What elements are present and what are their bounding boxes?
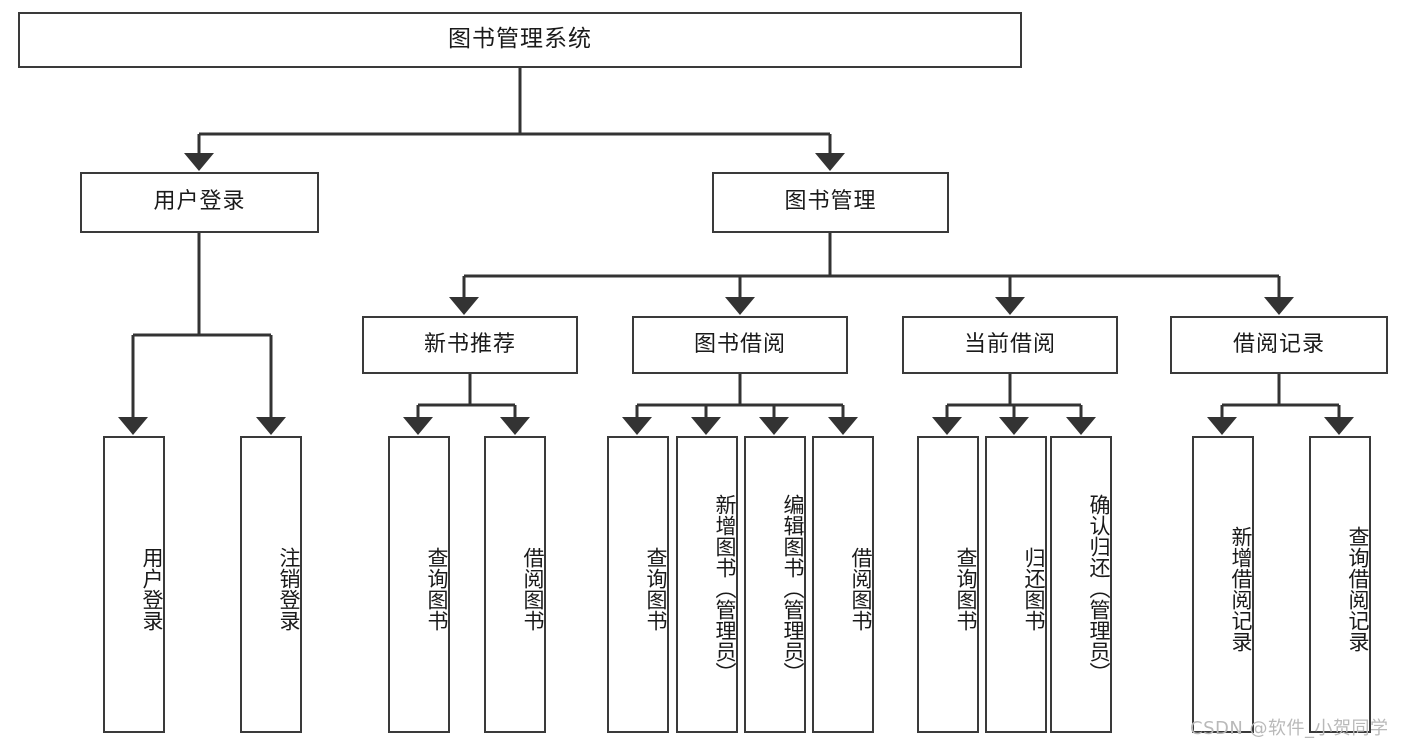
leaf-add-borrow-record[interactable]: 新增借阅记录 xyxy=(1192,436,1254,733)
node-label: 图书借阅 xyxy=(693,331,786,357)
node-borrow-record[interactable]: 借阅记录 xyxy=(1170,316,1388,374)
leaf-add-book-admin[interactable]: 新增图书（管理员） xyxy=(676,436,738,733)
node-new-book-recommend[interactable]: 新书推荐 xyxy=(362,316,578,374)
leaf-query-book-recommend[interactable]: 查询图书 xyxy=(388,436,450,733)
leaf-borrow-book[interactable]: 借阅图书 xyxy=(812,436,874,733)
node-label: 编辑图书（管理员） xyxy=(781,494,805,683)
leaf-user-login[interactable]: 用户登录 xyxy=(103,436,165,733)
leaf-query-book-borrow[interactable]: 查询图书 xyxy=(607,436,669,733)
node-label: 确认归还（管理员） xyxy=(1087,494,1111,683)
node-label: 新增借阅记录 xyxy=(1229,525,1253,652)
node-user-login[interactable]: 用户登录 xyxy=(80,172,319,233)
node-label: 查询图书 xyxy=(644,546,668,631)
node-label: 查询图书 xyxy=(954,546,978,631)
node-label: 查询借阅记录 xyxy=(1346,525,1370,652)
node-label: 借阅图书 xyxy=(849,546,873,631)
leaf-query-book-current[interactable]: 查询图书 xyxy=(917,436,979,733)
node-label: 借阅图书 xyxy=(521,546,545,631)
node-label: 新书推荐 xyxy=(423,331,516,357)
leaf-return-book[interactable]: 归还图书 xyxy=(985,436,1047,733)
node-label: 当前借阅 xyxy=(963,331,1056,357)
node-label: 用户登录 xyxy=(140,546,164,631)
node-label: 新增图书（管理员） xyxy=(713,494,737,683)
node-label: 注销登录 xyxy=(277,546,301,631)
node-label: 查询图书 xyxy=(425,546,449,631)
node-label: 归还图书 xyxy=(1022,546,1046,631)
node-current-borrow[interactable]: 当前借阅 xyxy=(902,316,1118,374)
leaf-confirm-return-admin[interactable]: 确认归还（管理员） xyxy=(1050,436,1112,733)
leaf-borrow-book-recommend[interactable]: 借阅图书 xyxy=(484,436,546,733)
node-root-system[interactable]: 图书管理系统 xyxy=(18,12,1022,68)
leaf-edit-book-admin[interactable]: 编辑图书（管理员） xyxy=(744,436,806,733)
node-label: 借阅记录 xyxy=(1232,331,1325,357)
node-label: 图书管理 xyxy=(784,189,877,215)
leaf-logout[interactable]: 注销登录 xyxy=(240,436,302,733)
leaf-query-borrow-record[interactable]: 查询借阅记录 xyxy=(1309,436,1371,733)
node-label: 用户登录 xyxy=(153,189,246,215)
node-label: 图书管理系统 xyxy=(448,26,592,53)
node-book-borrow[interactable]: 图书借阅 xyxy=(632,316,848,374)
watermark: CSDN @软件_小贺同学 xyxy=(1190,718,1389,739)
node-book-management[interactable]: 图书管理 xyxy=(712,172,949,233)
